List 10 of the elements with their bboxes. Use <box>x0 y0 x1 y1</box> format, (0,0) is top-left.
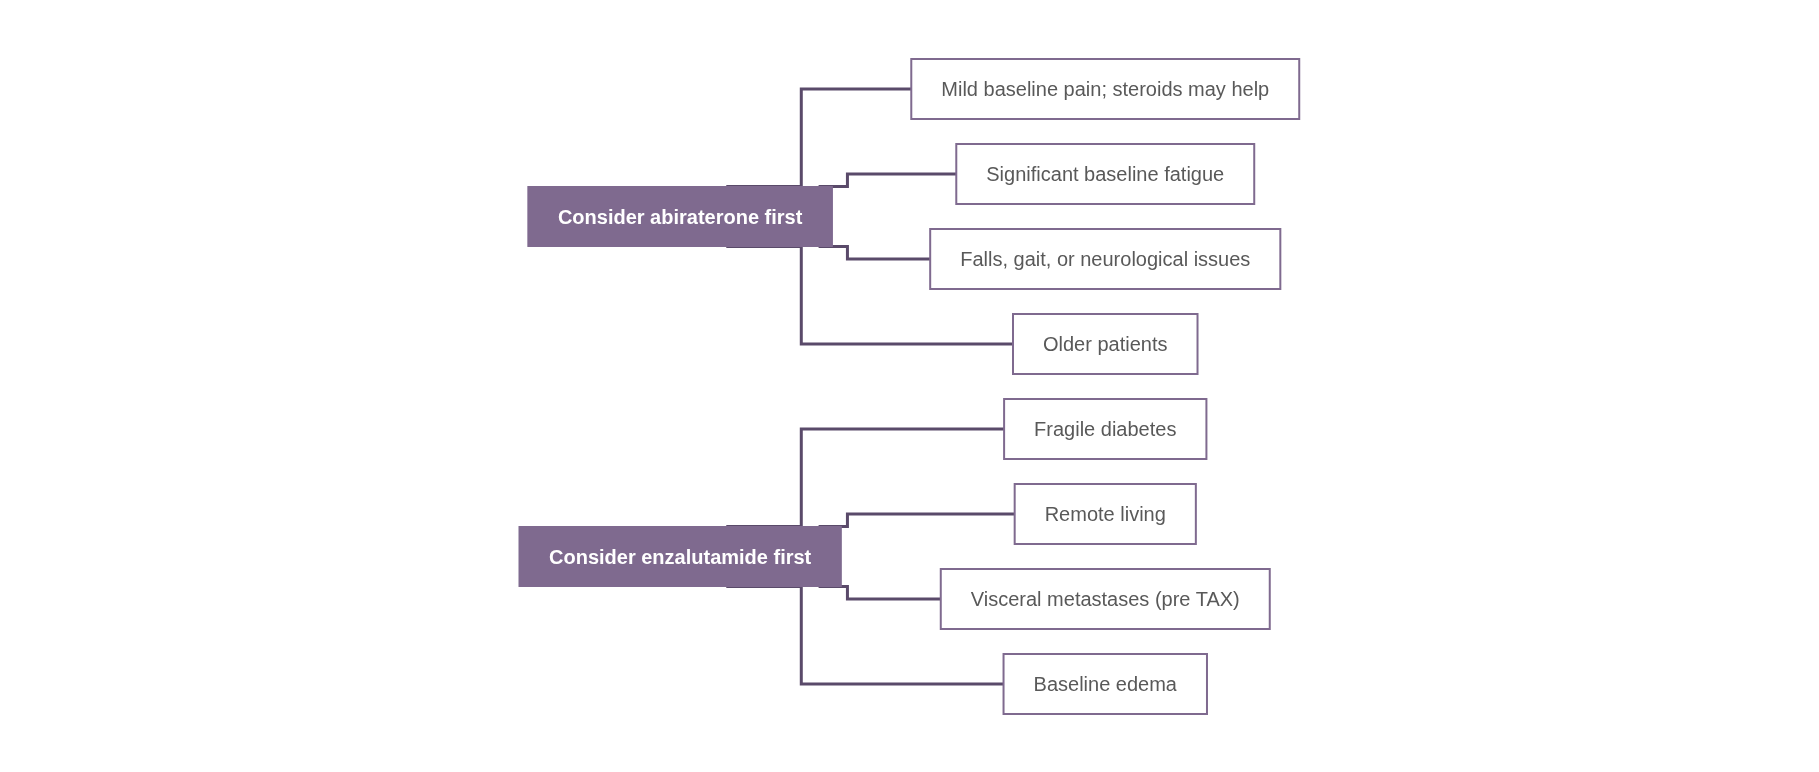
node-box: Consider enzalutamide first <box>518 525 843 587</box>
node-box: Significant baseline fatigue <box>955 142 1256 205</box>
node-box: Mild baseline pain; steroids may help <box>910 57 1301 120</box>
node-box: Visceral metastases (pre TAX) <box>940 567 1272 630</box>
node-box: Baseline edema <box>1002 652 1209 715</box>
node-box: Consider abiraterone first <box>527 185 834 247</box>
node-box: Remote living <box>1014 482 1198 545</box>
node-box: Falls, gait, or neurological issues <box>929 227 1282 290</box>
node-box: Fragile diabetes <box>1003 397 1208 460</box>
node-box: Older patients <box>1012 312 1199 375</box>
